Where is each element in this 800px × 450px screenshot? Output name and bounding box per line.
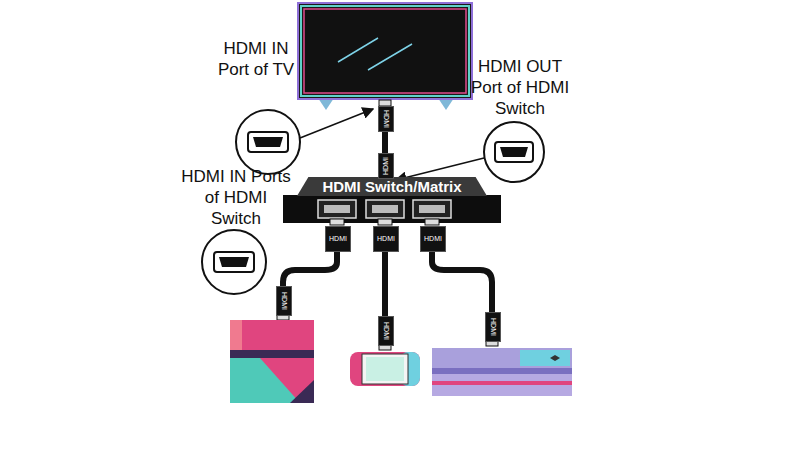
callout-label: HDMI IN Port of TV bbox=[216, 38, 296, 80]
callout-label: HDMI OUT Port of HDMI Switch bbox=[464, 56, 576, 119]
tv bbox=[298, 3, 472, 110]
plug-label: HDMI bbox=[280, 292, 288, 310]
hdmi-plug: HDMI bbox=[373, 226, 399, 252]
plug-label: HDMI bbox=[329, 235, 347, 243]
plug-label: HDMI bbox=[382, 322, 390, 340]
plug-label: HDMI bbox=[382, 110, 390, 128]
handheld-console bbox=[350, 352, 420, 386]
hdmi-plug: HDMI bbox=[378, 316, 394, 346]
hdmi-plug: HDMI bbox=[378, 153, 394, 179]
hdmi-plug: HDMI bbox=[420, 226, 446, 252]
device-title: HDMI Switch/Matrix bbox=[297, 177, 487, 196]
switch-top-band: HDMI Switch/Matrix bbox=[297, 177, 487, 196]
plug-label: HDMI bbox=[377, 235, 395, 243]
hdmi-switch-body bbox=[283, 175, 501, 223]
callout-label: HDMI IN Ports of HDMI Switch bbox=[180, 166, 292, 229]
hdmi-plug: HDMI bbox=[276, 286, 292, 316]
game-console-left bbox=[230, 320, 314, 403]
game-console-right bbox=[432, 348, 572, 396]
hdmi-plug: HDMI bbox=[325, 226, 351, 252]
plug-label: HDMI bbox=[489, 318, 497, 336]
plug-tips bbox=[277, 100, 498, 350]
hdmi-plug: HDMI bbox=[485, 312, 501, 342]
plug-label: HDMI bbox=[382, 157, 390, 175]
hdmi-plug: HDMI bbox=[378, 106, 394, 132]
plug-label: HDMI bbox=[424, 235, 442, 243]
